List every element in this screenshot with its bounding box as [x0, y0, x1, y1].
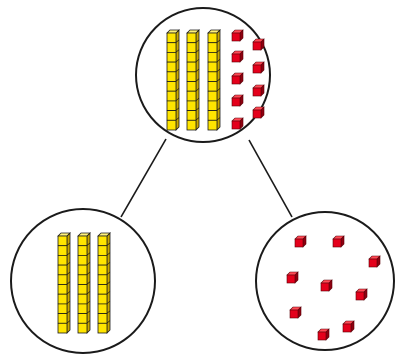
- blocks-group: [57, 29, 381, 341]
- part-right-unit-cube-icon: [289, 306, 302, 319]
- whole-tens-rod-icon: [207, 29, 221, 131]
- part-right-unit-cube-icon: [294, 235, 307, 248]
- connector-right: [248, 139, 293, 218]
- part-right-unit-cube-icon: [286, 271, 299, 284]
- connector-lines: [120, 138, 293, 218]
- whole-unit-cube-icon: [231, 94, 244, 107]
- whole-tens-rod-icon: [166, 29, 180, 131]
- part-right-unit-cube-icon: [342, 320, 355, 333]
- part-left-tens-rod-icon: [57, 232, 71, 334]
- whole-unit-cube-icon: [231, 117, 244, 130]
- whole-unit-cube-icon: [252, 84, 265, 97]
- whole-tens-rod-icon: [186, 29, 200, 131]
- part-left-tens-rod-icon: [77, 232, 91, 334]
- part-right-unit-cube-icon: [355, 288, 368, 301]
- whole-unit-cube-icon: [231, 50, 244, 63]
- whole-unit-cube-icon: [252, 38, 265, 51]
- whole-unit-cube-icon: [231, 29, 244, 42]
- whole-unit-cube-icon: [252, 61, 265, 74]
- whole-circle: [135, 7, 271, 143]
- whole-unit-cube-icon: [252, 106, 265, 119]
- part-left-tens-rod-icon: [97, 232, 111, 334]
- part-right-unit-cube-icon: [317, 328, 330, 341]
- connector-left: [120, 138, 167, 218]
- whole-unit-cube-icon: [231, 72, 244, 85]
- part-right-unit-cube-icon: [332, 235, 345, 248]
- part-right-unit-cube-icon: [368, 255, 381, 268]
- part-right-unit-cube-icon: [320, 279, 333, 292]
